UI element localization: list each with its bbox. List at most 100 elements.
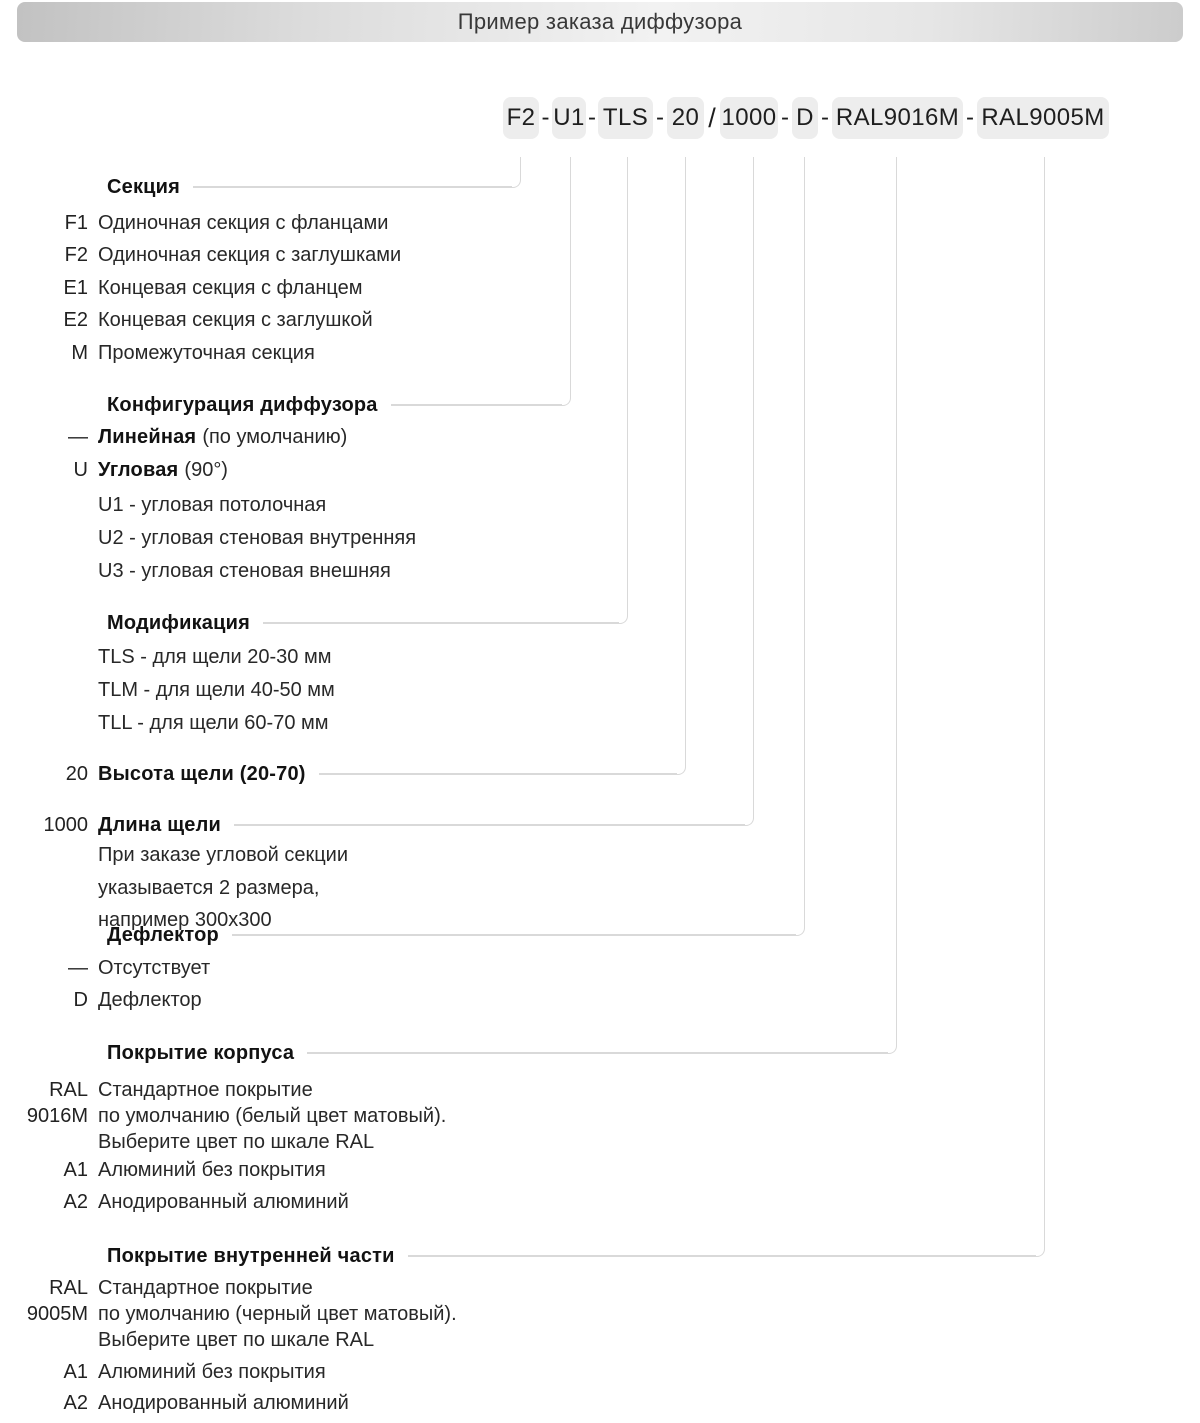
legend-row: U Угловая(90°) xyxy=(0,457,540,483)
leader-line xyxy=(307,1052,888,1054)
row-code: D xyxy=(73,988,88,1011)
ral-desc-line: Стандартное покрытие xyxy=(98,1277,313,1299)
leader-line xyxy=(407,1255,1036,1257)
leader-line xyxy=(231,934,796,936)
row-code: E2 xyxy=(63,308,88,331)
note-line: например 300x300 xyxy=(0,907,540,933)
heading-modification: Модификация xyxy=(97,610,619,636)
leader-line xyxy=(390,404,562,406)
legend-row: M Промежуточная секция xyxy=(0,340,540,366)
ral-desc-line: Стандартное покрытие xyxy=(98,1079,313,1101)
ral-desc-line: по умолчанию (белый цвет матовый). xyxy=(98,1105,447,1127)
code-separator: - xyxy=(821,104,829,131)
leader-line xyxy=(263,622,619,624)
connector-slot-length xyxy=(744,157,754,826)
row-desc: Стандартное покрытие по умолчанию (черны… xyxy=(98,1275,457,1353)
row-code: RAL 9005M xyxy=(0,1275,88,1353)
code-separator: - xyxy=(541,104,550,131)
row-code: E1 xyxy=(63,276,88,299)
note-text: например 300x300 xyxy=(98,908,272,931)
row-code: A2 xyxy=(63,1190,88,1213)
code-separator: - xyxy=(966,104,974,131)
legend-row-ral: RAL 9016M Стандартное покрытие по умолча… xyxy=(0,1077,446,1155)
heading-slot-height: 20 Высота щели (20-70) xyxy=(0,761,677,787)
heading-inner-coating-label: Покрытие внутренней части xyxy=(107,1244,395,1267)
legend-row: TLL - для щели 60-70 мм xyxy=(0,710,540,736)
connector-slot-height xyxy=(676,157,686,775)
row-desc: Отсутствует xyxy=(98,956,211,979)
connector-deflector xyxy=(795,157,805,936)
heading-body-coating-label: Покрытие корпуса xyxy=(107,1041,295,1064)
note-text: указывается 2 размера, xyxy=(98,876,320,899)
legend-row: U2 - угловая стеновая внутренняя xyxy=(0,525,540,551)
ral-desc-line: по умолчанию (черный цвет матовый). xyxy=(98,1303,457,1325)
note-line: указывается 2 размера, xyxy=(0,875,540,901)
row-code: A1 xyxy=(63,1158,88,1181)
legend-row: A2 Анодированный алюминий xyxy=(0,1390,540,1416)
row-desc: Концевая секция с фланцем xyxy=(98,276,363,299)
row-code: F2 xyxy=(64,243,88,266)
row-desc: U2 - угловая стеновая внутренняя xyxy=(98,526,417,549)
row-desc-bold: Угловая xyxy=(98,458,179,481)
code-box-slot-height: 20 xyxy=(667,97,704,139)
row-desc: Концевая секция с заглушкой xyxy=(98,308,373,331)
leader-line xyxy=(234,824,745,826)
row-desc: TLM - для щели 40-50 мм xyxy=(98,678,335,701)
connector-section xyxy=(511,157,521,188)
heading-body-coating: Покрытие корпуса xyxy=(97,1040,888,1066)
heading-slot-height-label: Высота щели (20-70) xyxy=(98,762,306,785)
legend-row: A1 Алюминий без покрытия xyxy=(0,1157,540,1183)
leader-line xyxy=(318,773,677,775)
row-desc: Алюминий без покрытия xyxy=(98,1158,326,1181)
ral-desc-line: Выберите цвет по шкале RAL xyxy=(98,1131,375,1153)
row-desc: Дефлектор xyxy=(98,988,202,1011)
legend-row: U1 - угловая потолочная xyxy=(0,492,540,518)
heading-section-label: Секция xyxy=(107,175,181,198)
code-box-slot-length: 1000 xyxy=(720,97,778,139)
heading-inner-coating: Покрытие внутренней части xyxy=(97,1243,1036,1269)
legend-row: E1 Концевая секция с фланцем xyxy=(0,275,540,301)
heading-section: Секция xyxy=(97,174,512,200)
row-desc: TLL - для щели 60-70 мм xyxy=(98,711,329,734)
note-text: При заказе угловой секции xyxy=(98,843,349,866)
row-code: A1 xyxy=(63,1360,88,1383)
row-code: U xyxy=(73,458,88,481)
code-separator: - xyxy=(588,104,596,131)
row-desc: Стандартное покрытие по умолчанию (белый… xyxy=(98,1077,446,1155)
legend-row: F1 Одиночная секция с фланцами xyxy=(0,210,540,236)
code-box-modification: TLS xyxy=(598,97,653,139)
legend-row: A2 Анодированный алюминий xyxy=(0,1189,540,1215)
code-box-inner-coating: RAL9005M xyxy=(977,97,1109,139)
row-code: F1 xyxy=(64,211,88,234)
note-line: При заказе угловой секции xyxy=(0,842,540,868)
legend-row: TLM - для щели 40-50 мм xyxy=(0,677,540,703)
row-code: — xyxy=(68,956,88,979)
ral-code-line: 9005M xyxy=(26,1303,88,1325)
row-desc: Анодированный алюминий xyxy=(98,1190,349,1213)
row-desc: Алюминий без покрытия xyxy=(98,1360,326,1383)
code-box-section: F2 xyxy=(503,97,539,139)
legend-row: — Линейная(по умолчанию) xyxy=(0,424,540,450)
row-desc: Промежуточная секция xyxy=(98,341,315,364)
row-desc: TLS - для щели 20-30 мм xyxy=(98,645,332,668)
heading-modification-label: Модификация xyxy=(107,611,250,634)
row-desc: U1 - угловая потолочная xyxy=(98,493,327,516)
row-desc: Одиночная секция с фланцами xyxy=(98,211,389,234)
code-separator: - xyxy=(781,104,789,131)
row-desc: Одиночная секция с заглушками xyxy=(98,243,402,266)
row-desc-rest: (по умолчанию) xyxy=(202,425,348,448)
leader-line xyxy=(193,186,512,188)
heading-config-label: Конфигурация диффузора xyxy=(107,393,378,416)
row-desc-bold: Линейная xyxy=(98,425,197,448)
ral-code-line: 9016M xyxy=(26,1105,88,1127)
legend-row: D Дефлектор xyxy=(0,987,540,1013)
row-code: A2 xyxy=(63,1391,88,1414)
row-desc: Угловая(90°) xyxy=(98,459,228,482)
row-code: 20 xyxy=(65,762,88,785)
row-desc: Линейная(по умолчанию) xyxy=(98,426,347,449)
connector-config xyxy=(561,157,571,406)
heading-deflector-label: Дефлектор xyxy=(107,923,219,946)
legend-row-ral: RAL 9005M Стандартное покрытие по умолча… xyxy=(0,1275,457,1353)
title-bar: Пример заказа диффузора xyxy=(17,2,1183,42)
